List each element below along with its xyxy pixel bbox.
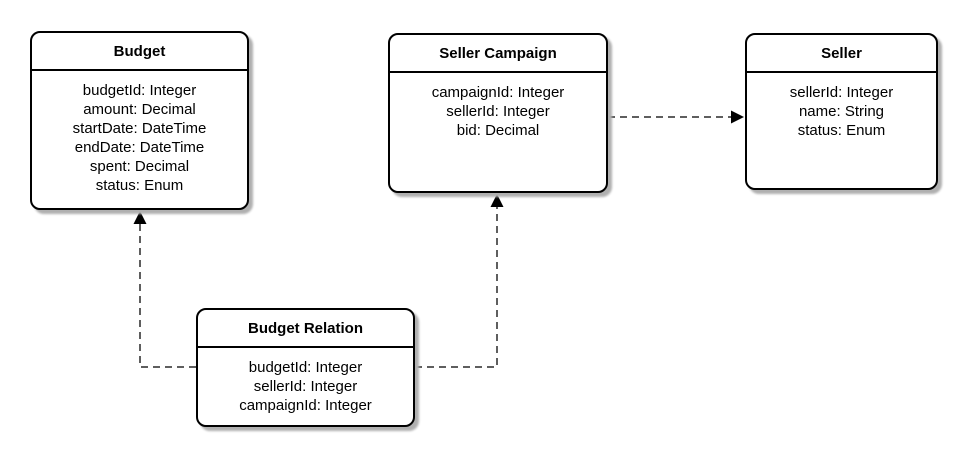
entity-field: sellerId: Integer bbox=[253, 378, 358, 395]
entity-field: endDate: DateTime bbox=[74, 139, 205, 156]
connector-budget-relation-to-budget[interactable] bbox=[133, 211, 197, 368]
entity-seller[interactable]: Seller sellerId: Integer name: String st… bbox=[745, 33, 938, 190]
entity-title: Budget Relation bbox=[198, 310, 413, 348]
entity-title: Seller bbox=[747, 35, 936, 73]
entity-body: campaignId: Integer sellerId: Integer bi… bbox=[390, 73, 606, 191]
entity-field: sellerId: Integer bbox=[789, 84, 894, 101]
connector-line[interactable] bbox=[139, 222, 196, 368]
entity-field: status: Enum bbox=[95, 177, 184, 194]
entity-field: sellerId: Integer bbox=[446, 103, 550, 120]
entity-field: startDate: DateTime bbox=[72, 120, 207, 137]
arrowhead-up-icon bbox=[133, 211, 147, 224]
entity-seller-campaign[interactable]: Seller Campaign campaignId: Integer sell… bbox=[388, 33, 608, 193]
entity-field: campaignId: Integer bbox=[239, 397, 372, 414]
connector-line[interactable] bbox=[415, 205, 498, 368]
arrowhead-up-icon bbox=[490, 194, 504, 207]
entity-field: spent: Decimal bbox=[89, 158, 190, 175]
entity-field: budgetId: Integer bbox=[82, 82, 197, 99]
entity-body: budgetId: Integer amount: Decimal startD… bbox=[32, 71, 247, 208]
entity-body: sellerId: Integer name: String status: E… bbox=[747, 73, 936, 188]
entity-title: Seller Campaign bbox=[390, 35, 606, 73]
entity-field: name: String bbox=[798, 103, 885, 120]
arrowhead-right-icon bbox=[731, 110, 744, 124]
entity-body: budgetId: Integer sellerId: Integer camp… bbox=[198, 348, 413, 425]
entity-field: bid: Decimal bbox=[456, 122, 540, 139]
entity-budget[interactable]: Budget budgetId: Integer amount: Decimal… bbox=[30, 31, 249, 210]
entity-field: status: Enum bbox=[797, 122, 886, 139]
connector-seller-campaign-to-seller[interactable] bbox=[608, 110, 744, 124]
connector-budget-relation-to-seller-campaign[interactable] bbox=[415, 194, 504, 368]
entity-title: Budget bbox=[32, 33, 247, 71]
entity-budget-relation[interactable]: Budget Relation budgetId: Integer seller… bbox=[196, 308, 415, 427]
entity-field: campaignId: Integer bbox=[431, 84, 565, 101]
entity-field: amount: Decimal bbox=[83, 101, 196, 118]
entity-field: budgetId: Integer bbox=[248, 359, 363, 376]
